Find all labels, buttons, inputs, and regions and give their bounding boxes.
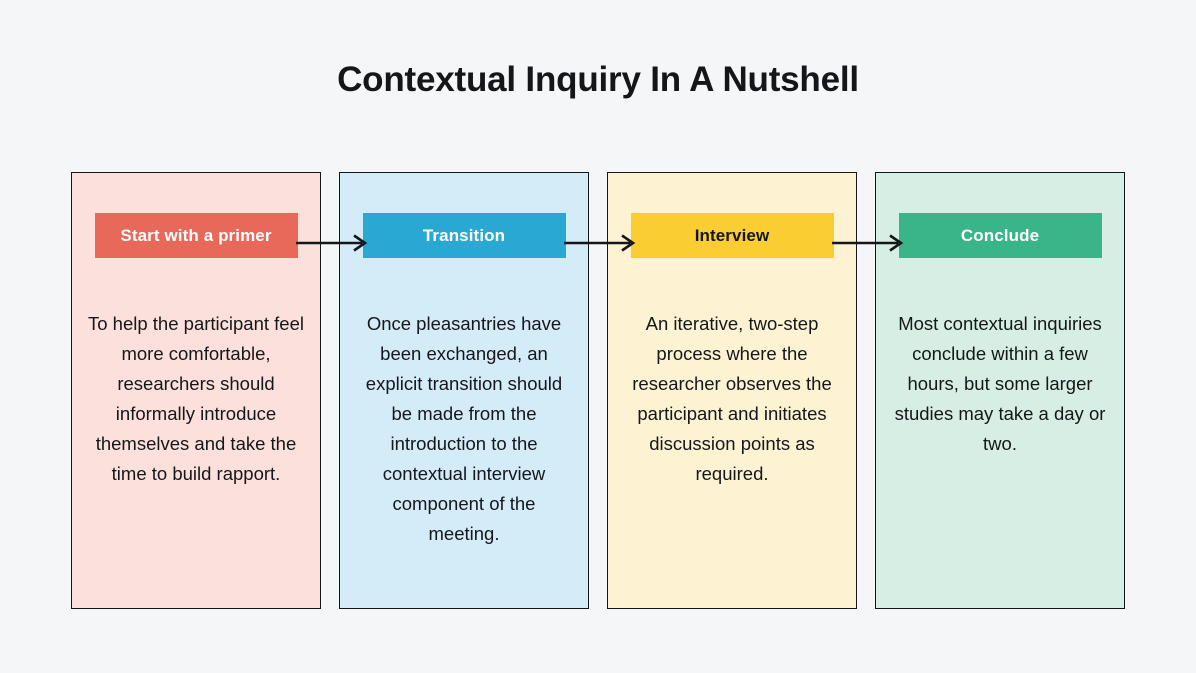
step-card-interview: Interview An iterative, two-step process… [607, 172, 857, 609]
page-title: Contextual Inquiry In A Nutshell [337, 60, 859, 99]
step-body-text-1: To help the participant feel more comfor… [88, 313, 304, 484]
step-header-badge-1: Start with a primer [94, 213, 298, 258]
step-header-badge-3: Interview [630, 213, 834, 258]
step-body-text-2: Once pleasantries have been exchanged, a… [365, 313, 563, 544]
step-card-transition: Transition Once pleasantries have been e… [339, 172, 589, 609]
step-body-text-4: Most contextual inquiries conclude withi… [894, 313, 1106, 454]
step-card-start-with-a-primer: Start with a primer To help the particip… [71, 172, 321, 609]
process-flow: Start with a primer To help the particip… [71, 172, 1125, 609]
step-body-text-3: An iterative, two-step process where the… [632, 313, 832, 484]
step-header-badge-2: Transition [362, 213, 566, 258]
step-card-conclude: Conclude Most contextual inquiries concl… [875, 172, 1125, 609]
step-header-badge-4: Conclude [898, 213, 1102, 258]
